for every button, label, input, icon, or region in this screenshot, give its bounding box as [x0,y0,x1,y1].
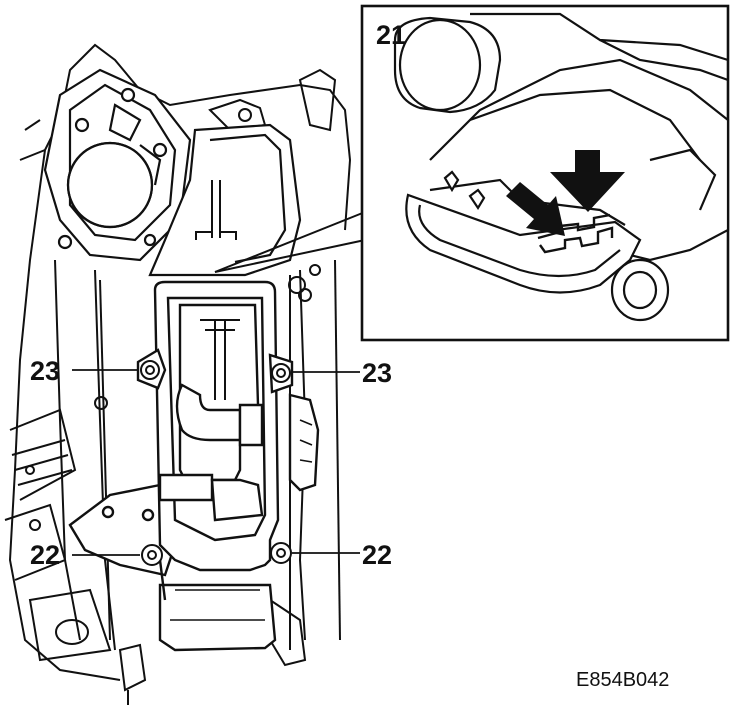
callout-22-right: 22 [362,540,392,570]
filter-housing [68,280,320,652]
engine-frame [4,43,352,705]
callout-23-right: 23 [362,358,392,388]
figure-reference-code: E854B042 [576,669,669,691]
callout-23-left: 23 [30,356,60,386]
callout-leaders [72,369,360,556]
arrow-down-left-icon [506,182,565,236]
duct-body [148,123,302,277]
arrows [506,150,625,236]
mounting-bolts [140,360,292,566]
callout-21: 21 [376,20,406,50]
zoom-leader [214,211,366,273]
detail-inset [360,4,730,342]
arrow-down-icon [550,150,625,212]
actuator-motor [43,68,192,262]
callout-22-left: 22 [30,540,60,570]
